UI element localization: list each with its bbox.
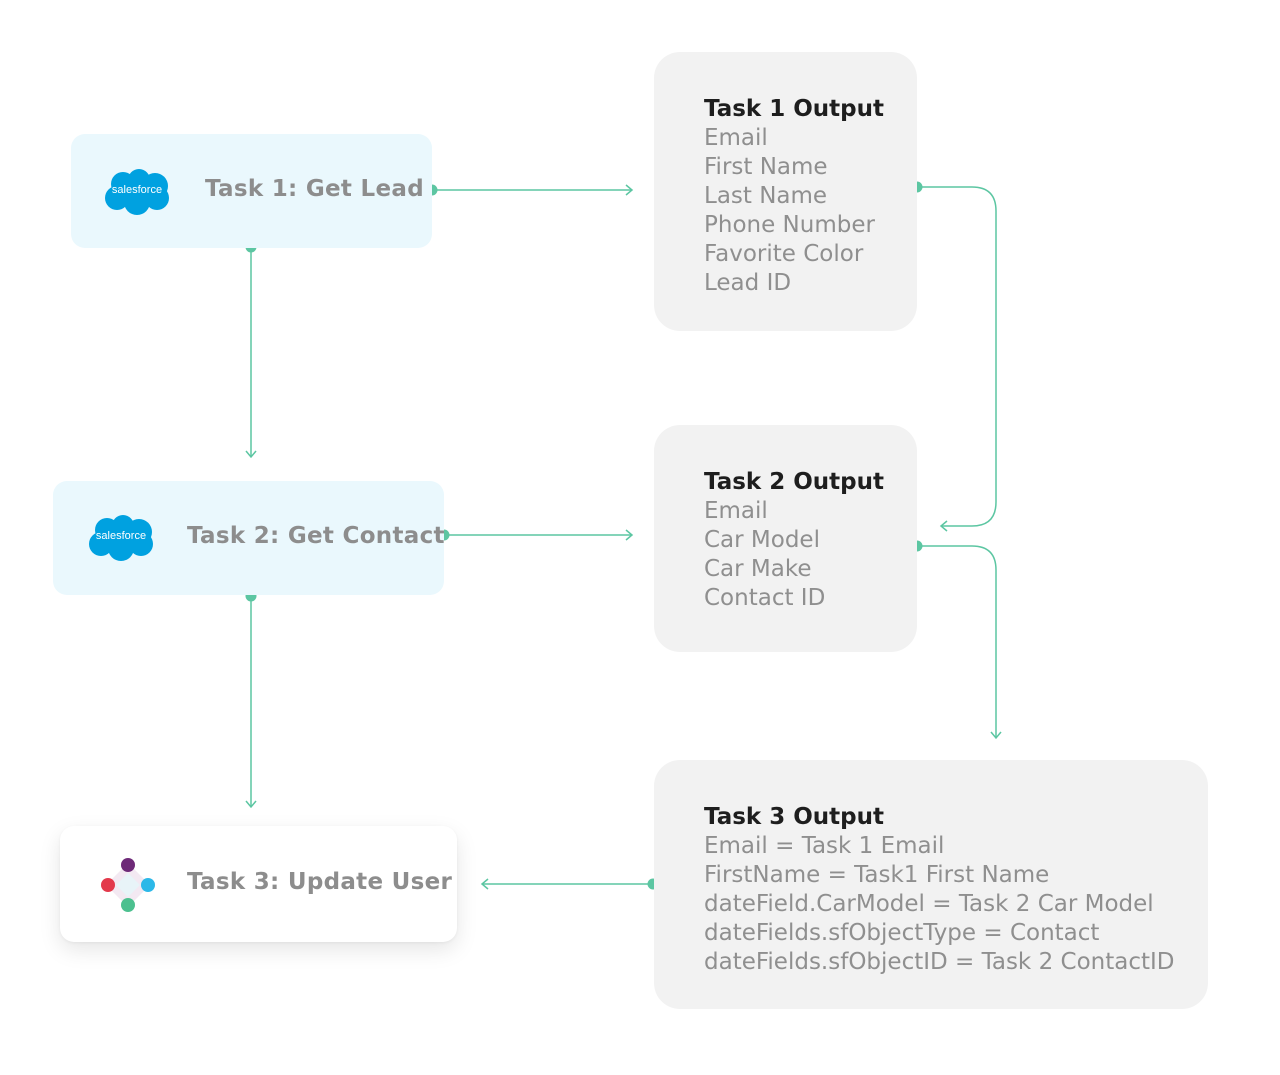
task-1-output-title: Task 1 Output	[704, 96, 885, 122]
task-2-card[interactable]: salesforce Task 2: Get Contact	[53, 481, 445, 595]
output-field: Last Name	[704, 183, 828, 209]
output-field: dateFields.sfObjectType = Contact	[704, 920, 1100, 946]
output-field: Contact ID	[704, 585, 826, 611]
arrowhead-output1	[625, 184, 634, 196]
task-3-card[interactable]: Task 3: Update User	[60, 826, 457, 942]
arrowhead-task3-side	[480, 878, 489, 890]
output-field: Favorite Color	[704, 241, 864, 267]
task-2-output-panel: Task 2 Output Email Car Model Car Make C…	[654, 425, 917, 652]
output-field: FirstName = Task1 First Name	[704, 862, 1050, 888]
task-1-output-panel: Task 1 Output Email First Name Last Name…	[654, 52, 917, 331]
salesforce-logo-text: salesforce	[96, 530, 146, 542]
output-field: Email	[704, 125, 768, 151]
salesforce-cloud-icon: salesforce	[105, 169, 169, 215]
task-3-output-panel: Task 3 Output Email = Task 1 Email First…	[654, 760, 1208, 1009]
arrowhead-task2	[245, 450, 257, 459]
output-field: Email = Task 1 Email	[704, 833, 945, 859]
arrowhead-task3	[245, 800, 257, 809]
output-field: Phone Number	[704, 212, 875, 238]
output-field: Lead ID	[704, 270, 792, 296]
output-field: Car Model	[704, 527, 820, 553]
output-field: Car Make	[704, 556, 812, 582]
salesforce-cloud-icon: salesforce	[89, 515, 153, 561]
task-1-label: Task 1: Get Lead	[205, 176, 424, 202]
connector-output2-to-output3	[917, 545, 997, 738]
task-1-card[interactable]: salesforce Task 1: Get Lead	[71, 134, 432, 248]
output-field: dateField.CarModel = Task 2 Car Model	[704, 891, 1154, 917]
arrowhead-output3	[990, 731, 1002, 740]
output-field: Email	[704, 498, 768, 524]
arrowhead-output2-side	[939, 520, 948, 532]
task-3-output-title: Task 3 Output	[704, 804, 885, 830]
output-field: dateFields.sfObjectID = Task 2 ContactID	[704, 949, 1175, 975]
connector-output1-to-output2	[917, 186, 997, 527]
task-2-output-title: Task 2 Output	[704, 469, 885, 495]
workflow-diamond-icon	[101, 858, 155, 912]
salesforce-logo-text: salesforce	[112, 184, 162, 196]
arrowhead-output2	[625, 529, 634, 541]
task-3-label: Task 3: Update User	[187, 869, 453, 895]
task-2-label: Task 2: Get Contact	[187, 523, 445, 549]
output-field: First Name	[704, 154, 828, 180]
